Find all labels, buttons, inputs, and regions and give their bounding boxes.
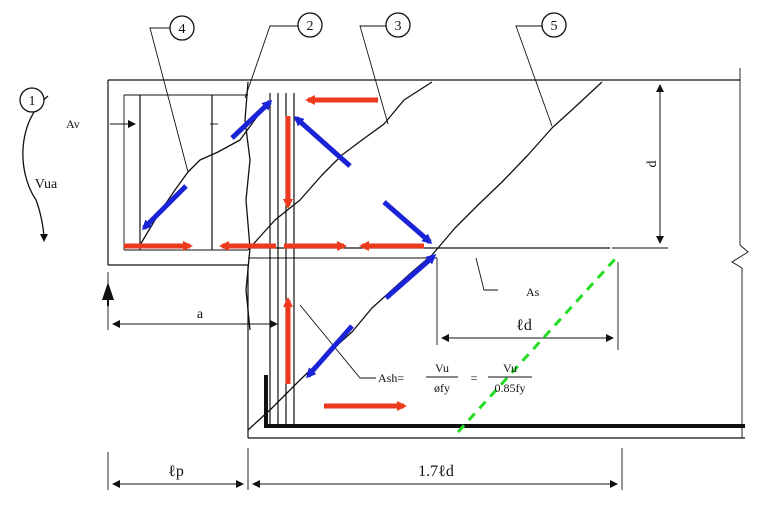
label-ash: Ash= bbox=[378, 371, 404, 385]
callout-4-text: 4 bbox=[179, 22, 186, 37]
blue-arrow-up-left bbox=[293, 116, 352, 168]
label-equals: = bbox=[471, 371, 478, 385]
vua-arrow-icon bbox=[102, 282, 114, 300]
red-tie-arrows bbox=[124, 95, 424, 411]
leader-3 bbox=[359, 25, 389, 125]
label-d: d bbox=[645, 161, 660, 168]
label-phi-085fy: 0.85fy bbox=[495, 381, 526, 395]
blue-strut-arrows bbox=[141, 99, 437, 379]
callout-circle-5 bbox=[541, 12, 567, 38]
callout-leaders bbox=[149, 25, 553, 379]
member-outline bbox=[107, 68, 749, 439]
leader-as bbox=[475, 257, 498, 291]
crack-2 bbox=[244, 81, 251, 331]
green-dashed-line bbox=[456, 256, 618, 434]
label-1-7ld: 1.7ℓd bbox=[418, 463, 454, 480]
crack-5 bbox=[247, 81, 603, 431]
callout-circle-3 bbox=[385, 12, 411, 38]
curved-arrow-icon bbox=[22, 95, 49, 242]
label-vu-2: Vu bbox=[503, 361, 517, 375]
break-symbol bbox=[731, 244, 749, 269]
label-a: a bbox=[197, 307, 204, 322]
blue-arrow-upper-right bbox=[230, 99, 273, 140]
leader-4 bbox=[149, 27, 189, 173]
label-lp: ℓp bbox=[168, 463, 184, 480]
callout-5-text: 5 bbox=[551, 19, 558, 34]
label-av: Av bbox=[66, 117, 80, 131]
leader-2 bbox=[244, 25, 298, 99]
leader-ash bbox=[299, 304, 376, 379]
label-vua: Vua bbox=[35, 177, 58, 192]
callout-circle-4 bbox=[169, 15, 195, 41]
crack-3 bbox=[247, 81, 433, 251]
label-as: As bbox=[526, 285, 540, 299]
nib-interior bbox=[123, 94, 248, 251]
callout-circles: 1 4 2 3 5 bbox=[19, 12, 567, 113]
text-labels: Av Vua d As ℓd a Ash= Vu øfy = Vu 0.85fy… bbox=[35, 117, 660, 480]
label-vu-1: Vu bbox=[435, 361, 449, 375]
blue-arrow-up-right bbox=[384, 254, 437, 300]
callout-1-text: 1 bbox=[29, 94, 36, 109]
blue-arrow-down-right bbox=[382, 200, 433, 244]
hanger-bars-ash bbox=[264, 93, 745, 428]
label-ld: ℓd bbox=[516, 317, 532, 334]
callout-circle-2 bbox=[297, 12, 323, 38]
bottom-hook-bar bbox=[264, 375, 745, 428]
callout-2-text: 2 bbox=[307, 19, 314, 34]
callout-circle-1 bbox=[19, 87, 45, 113]
dimensions bbox=[107, 79, 668, 490]
blue-arrow-lower-left bbox=[141, 184, 188, 231]
callout-3-text: 3 bbox=[395, 19, 402, 34]
blue-arrow-down-left bbox=[306, 324, 354, 379]
leader-5 bbox=[515, 25, 553, 127]
label-phi-fy: øfy bbox=[434, 381, 450, 395]
